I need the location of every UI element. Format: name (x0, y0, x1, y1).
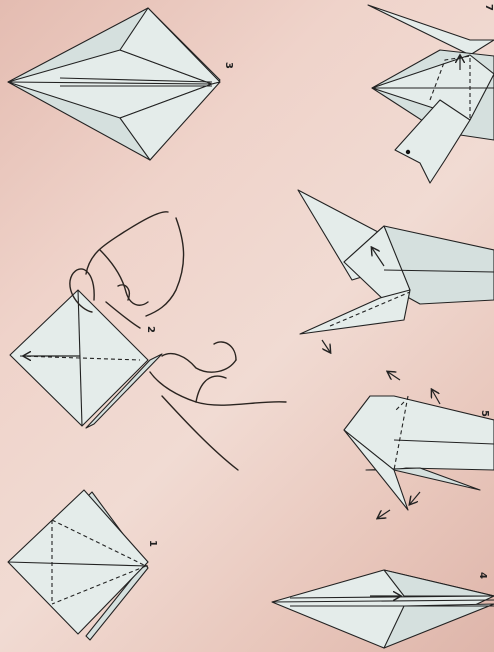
step-1-figure: 1 (8, 490, 158, 640)
step-number: 4 (477, 572, 488, 579)
step-number: 1 (147, 540, 158, 547)
step-number: 7 (483, 4, 494, 11)
step-number: 5 (479, 410, 490, 417)
step-7-figure: 7 (368, 4, 494, 183)
step-5-figure: 5 (344, 372, 494, 518)
step-3-figure: 3 (8, 8, 234, 160)
step-number: 2 (145, 326, 156, 333)
step-6-figure (298, 190, 494, 352)
step-2-figure: 2 (10, 212, 286, 470)
step-4-figure: 4 (272, 570, 494, 648)
step-number: 3 (223, 62, 234, 69)
